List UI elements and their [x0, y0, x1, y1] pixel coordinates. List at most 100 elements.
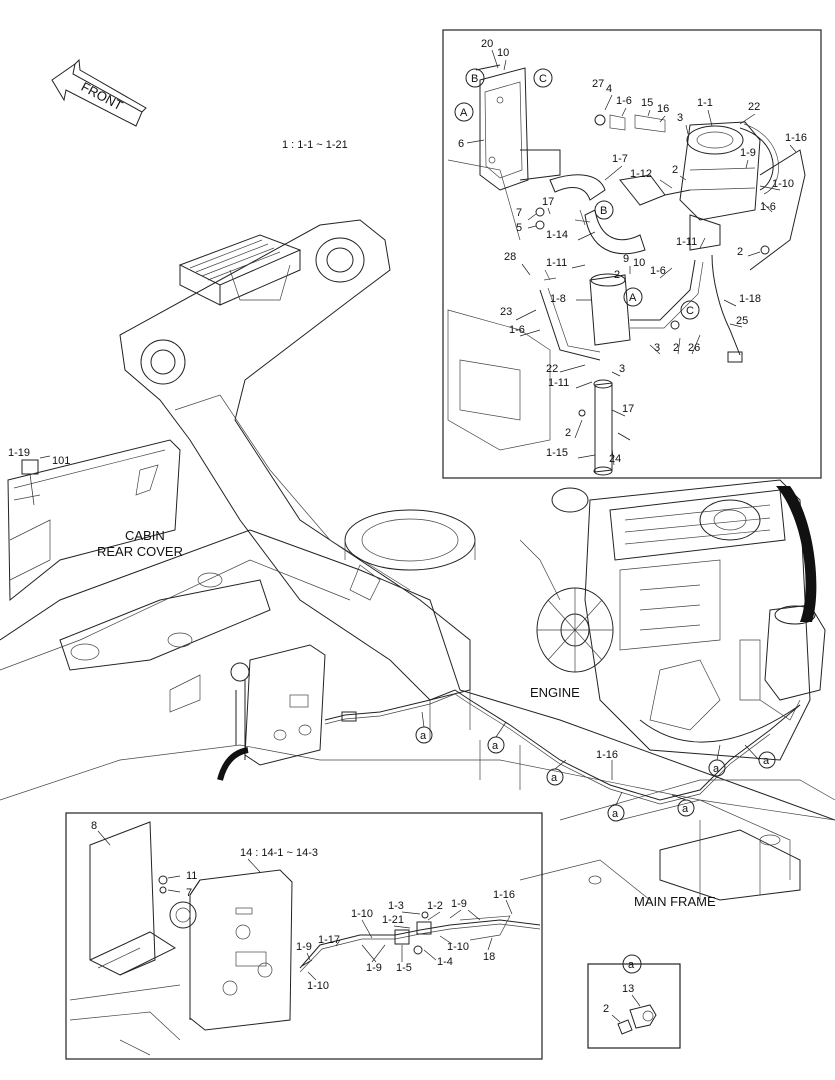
part-label: 2: [672, 164, 678, 176]
cabin-rear-cover: [7, 439, 181, 602]
detail-a-callouts: a a a a a a a: [415, 711, 776, 822]
cabin-label: CABIN: [125, 528, 165, 543]
svg-text:B: B: [471, 73, 478, 85]
svg-text:a: a: [492, 740, 499, 752]
part-label: 5: [516, 222, 522, 234]
part-1-19-label: 1-19: [8, 447, 30, 459]
svg-text:a: a: [763, 755, 770, 767]
main-assembly-drawing: FRONT: [0, 58, 835, 909]
tank-range-label: 14 : 14-1 ~ 14-3: [240, 847, 318, 859]
callout-a-7: a: [744, 744, 776, 769]
callout-a-5: a: [671, 794, 695, 817]
part-label: 1-8: [550, 293, 566, 305]
svg-text:A: A: [629, 292, 637, 304]
part-101-label: 101: [52, 455, 70, 467]
boom-structure: [119, 219, 471, 701]
part-label: 8: [91, 820, 97, 832]
part-label: 1-1: [697, 97, 713, 109]
part-label: 1-16: [785, 132, 807, 144]
range-label: 1 : 1-1 ~ 1-21: [282, 139, 348, 151]
callout-a-1: a: [415, 711, 433, 744]
part-label: 1-11: [676, 236, 697, 248]
part-label: 1-11: [546, 257, 567, 269]
part-label: 17: [542, 196, 554, 208]
part-label: 11: [186, 870, 197, 882]
part-label: 1-7: [612, 153, 628, 165]
part-label: 2: [565, 427, 571, 439]
part-label: 24: [609, 453, 621, 465]
rear-cover-label: REAR COVER: [97, 544, 183, 559]
part-label: 1-10: [351, 908, 373, 920]
part-1-16-label: 1-16: [596, 749, 618, 761]
part-label: 2: [614, 269, 620, 281]
part-label: 3: [677, 112, 683, 124]
part-label: 1-6: [509, 324, 525, 336]
inset-marker-b-2: B: [594, 200, 614, 220]
part-label: 1-15: [546, 447, 568, 459]
part-label: 10: [633, 257, 645, 269]
part-label: 1-10: [307, 980, 329, 992]
part-label: 25: [736, 315, 748, 327]
part-label: 1-18: [739, 293, 761, 305]
svg-text:a: a: [420, 730, 427, 742]
part-label: 1-14: [546, 229, 568, 241]
callout-a-3: a: [546, 759, 567, 786]
svg-text:B: B: [600, 205, 607, 217]
inset-marker-c-1: C: [533, 68, 553, 88]
part-label: 10: [497, 47, 509, 59]
part-label: 17: [622, 403, 634, 415]
inset-marker-c-2: C: [680, 300, 700, 320]
part-label: 1-9: [296, 941, 312, 953]
part-label: 7: [516, 207, 522, 219]
part-label: 2: [673, 342, 679, 354]
engine-label: ENGINE: [530, 685, 580, 700]
detail-a-marker: a: [628, 959, 635, 971]
part-label: 1-12: [630, 168, 652, 180]
detail-a-box: a 13 2: [587, 954, 681, 1049]
part-label: 1-4: [437, 956, 453, 968]
part-label: 22: [748, 101, 760, 113]
main-frame-label: MAIN FRAME: [634, 894, 716, 909]
main-frame-deck: [0, 529, 835, 901]
front-arrow: FRONT: [51, 58, 147, 127]
part-label: 15: [641, 97, 653, 109]
svg-text:a: a: [612, 808, 619, 820]
part-label: 26: [688, 342, 700, 354]
swing-bearing: [344, 509, 476, 571]
part-label: 1-6: [650, 265, 666, 277]
part-label: 1-3: [388, 900, 404, 912]
part-label: 3: [654, 342, 660, 354]
part-label: 22: [546, 363, 558, 375]
part-label: 1-6: [616, 95, 632, 107]
callout-a-6: a: [708, 744, 726, 777]
part-label: 1-10: [772, 178, 794, 190]
part-label: 1-11: [548, 377, 569, 389]
part-label: 4: [606, 83, 612, 95]
part-label: 3: [619, 363, 625, 375]
part-label: 27: [592, 78, 604, 90]
svg-text:a: a: [682, 803, 689, 815]
part-label: 1-17: [318, 934, 340, 946]
bottom-inset-fuel-tank-detail: 8 14 : 14-1 ~ 14-3 11 7 1-10 1-21 1-3 1-…: [65, 812, 543, 1060]
top-inset-heater-detail: A B C B A C 20 10 6 27 4 1-6 15 16 1-1 2…: [442, 29, 822, 479]
part-label: 1-9: [740, 147, 756, 159]
part-label: 20: [481, 38, 493, 50]
part-label: 1-2: [427, 900, 443, 912]
part-label: 1-9: [451, 898, 467, 910]
part-label: 6: [458, 138, 464, 150]
part-label: 23: [500, 306, 512, 318]
svg-text:a: a: [551, 772, 558, 784]
part-label: 1-5: [396, 962, 412, 974]
fuel-tank-main: [217, 644, 326, 781]
callout-a-2: a: [487, 721, 507, 754]
part-label: 13: [622, 983, 634, 995]
engine-block: [519, 479, 826, 761]
inset-marker-a-2: A: [623, 287, 643, 307]
part-label: 2: [603, 1003, 609, 1015]
part-label: 28: [504, 251, 516, 263]
svg-text:a: a: [713, 763, 720, 775]
svg-text:C: C: [539, 73, 547, 85]
part-label: 1-21: [382, 914, 404, 926]
part-label: 1-9: [366, 962, 382, 974]
